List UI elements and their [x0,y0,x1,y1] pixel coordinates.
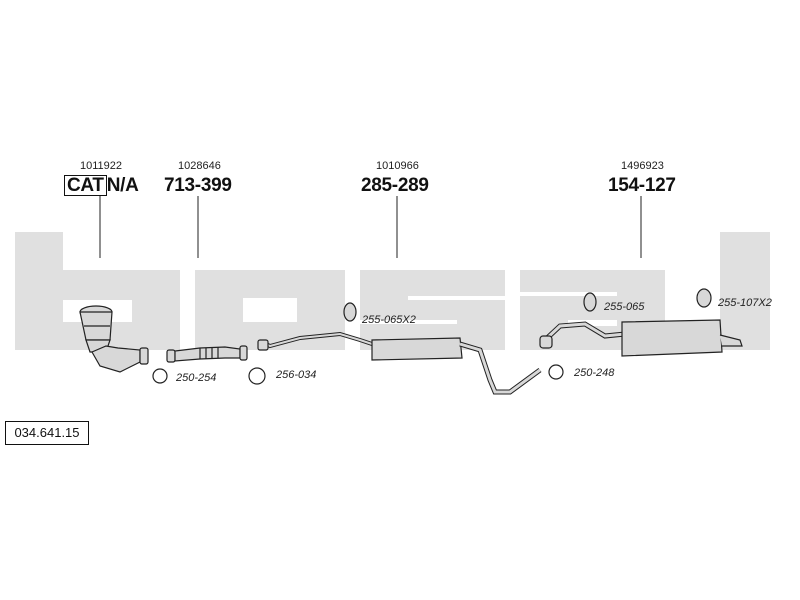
rubber-mount-icon-255-065x2 [343,302,357,322]
accessory-label: 250-248 [574,367,615,379]
part-ref-rear: 1496923 [621,160,664,172]
diagram-code: 034.641.15 [5,421,89,445]
centre-silencer-pipe [257,331,542,395]
part-number-front-pipe: 713-399 [164,175,232,196]
part-ref-centre: 1010966 [376,160,419,172]
accessory-label: 255-065X2 [362,314,416,326]
part-number-centre: 285-289 [361,175,429,196]
accessory-label: 256-034 [276,369,317,381]
clamp-icon-250-248 [548,364,564,380]
leader-lines [99,196,642,258]
cat-number: N/A [106,175,139,196]
accessory-label: 250-254 [176,372,217,384]
catalytic-converter [79,305,149,373]
part-ref-front-pipe: 1028646 [178,160,221,172]
rubber-mount-icon-255-107x2 [696,288,712,308]
gasket-icon-256-034 [248,367,266,385]
accessory-label: 255-107X2 [718,297,772,309]
front-pipe [166,345,248,363]
cat-badge: CAT [64,175,107,196]
rubber-mount-icon-255-065 [583,292,597,312]
part-number-rear: 154-127 [608,175,676,196]
rear-silencer [539,319,743,357]
part-ref-cat: 1011922 [80,160,123,172]
accessory-icons [152,288,712,385]
accessory-label: 255-065 [604,301,645,313]
clamp-icon-250-254 [152,368,168,384]
